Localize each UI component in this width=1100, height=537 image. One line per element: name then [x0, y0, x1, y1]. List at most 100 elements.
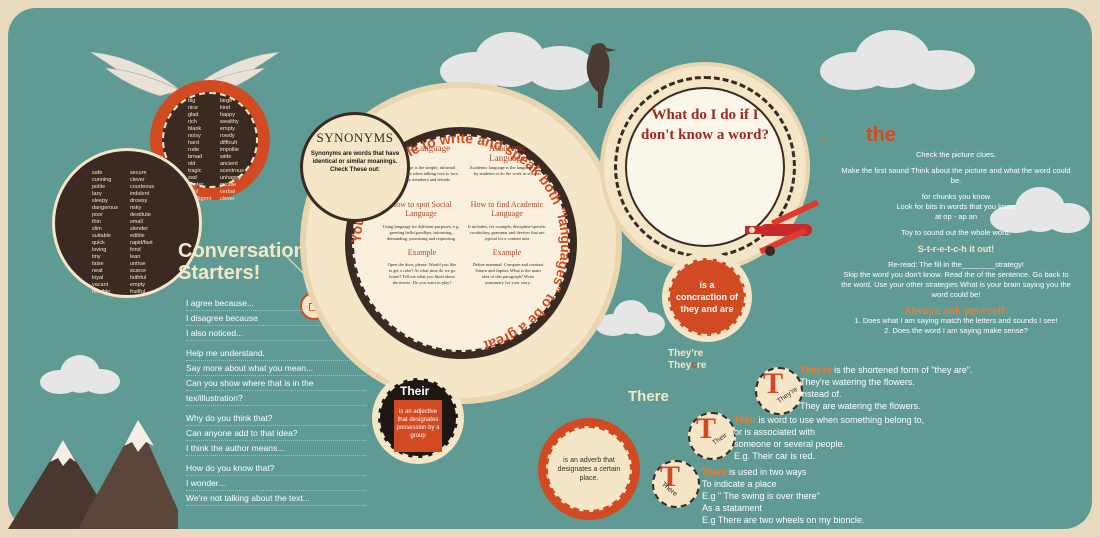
adverb-inner: [546, 426, 632, 512]
definition-line: As a statament: [702, 503, 763, 513]
conversation-item: I wonder...: [186, 476, 366, 491]
synonym-word: ancient: [220, 161, 238, 167]
example-1-title: Example: [407, 248, 437, 257]
synonym-word: fruitful: [130, 289, 145, 295]
synonym-word: cunning: [92, 177, 112, 183]
definition-line: or is associated with: [734, 427, 816, 437]
synonym-word: suitable: [92, 233, 111, 239]
synonym-word: clever: [220, 196, 235, 202]
highlight-word: Their: [734, 415, 757, 425]
synonym-word: loyal: [92, 275, 104, 281]
synonym-word: edible: [130, 233, 145, 239]
synonym-word: faithful: [130, 275, 147, 281]
synonym-word: small: [130, 219, 143, 225]
synonym-word: dangerous: [92, 205, 118, 211]
theyre-definition: They're is the shortened form of "they a…: [800, 364, 1080, 412]
t-letter-2: T: [696, 412, 717, 445]
synonym-word: scentrous: [220, 168, 244, 174]
synonym-word: rapid/fast: [130, 240, 153, 246]
t-letter-1: T: [763, 367, 784, 400]
cloud-top-left: [430, 30, 600, 90]
synonym-word: rich: [188, 119, 197, 125]
synonym-word: big: [188, 98, 196, 104]
synonym-word: empty: [220, 126, 235, 132]
synonym-word: polite: [92, 184, 106, 190]
strategies-list: Check the picture clues.Make the first s…: [840, 150, 1072, 336]
definition-line: Their is word to use when something belo…: [734, 415, 925, 425]
synonym-word: slender: [130, 226, 149, 232]
synonym-word: horrible: [92, 289, 111, 295]
strategy-line: Always ask yourself:: [904, 305, 1008, 317]
synonym-word: intelligent: [188, 196, 212, 202]
synonym-word: hard: [188, 140, 200, 146]
synonym-word: glad: [188, 112, 199, 118]
synonym-word: false: [92, 261, 104, 267]
synonym-word: wide: [220, 154, 232, 160]
synonym-word: scarce: [130, 268, 147, 274]
their-desc: is an adjective that designates possessi…: [396, 409, 440, 439]
strategy-line: for chunks you know: [921, 192, 991, 201]
synonym-word: destitute: [130, 212, 151, 218]
conversation-item: We're not talking about the text...: [186, 491, 366, 506]
arrow-the-icon: →: [818, 132, 827, 142]
synonym-word: vacant: [92, 282, 109, 288]
synonym-word: center: [188, 182, 204, 188]
what-do-title: What do I do if I don't know a word?: [641, 107, 769, 143]
synonym-word: kind: [220, 105, 231, 111]
conversation-item: I agree because...: [186, 296, 366, 311]
synonym-word: large: [220, 98, 233, 104]
social-language-text: Social language is the simple, informal …: [381, 165, 459, 182]
cloud-top-right: [820, 30, 980, 90]
conversation-item: Help me understand.: [186, 346, 366, 361]
theyre-split: Theycre: [668, 360, 706, 371]
spot-social-text: Using language for different purposes, e…: [382, 224, 460, 241]
strategy-line: Skip the word you don't know. Read the o…: [841, 270, 1071, 299]
synonyms-bubble: [300, 112, 410, 222]
concraction-inner: [668, 258, 746, 336]
definition-line: They're is the shortened form of "they a…: [800, 365, 973, 375]
synonym-word: secure: [130, 170, 147, 176]
example-2-title: Example: [492, 248, 522, 257]
conversation-title: Conversation: [178, 240, 306, 262]
synonym-word: blank: [188, 126, 202, 132]
conversation-item: How do you know that?: [186, 461, 366, 476]
strategy-line: Re-read: The fill in the________strategy…: [888, 260, 1024, 269]
strategy-line: 2. Does the word I am saying make sense?: [884, 326, 1028, 335]
synonym-word: impolite: [220, 147, 239, 153]
academic-language-title: Academic Language: [488, 143, 526, 163]
conversation-item: tex/illustration?: [186, 391, 366, 406]
synonym-word: empty: [130, 282, 145, 288]
synonym-word: indolent: [130, 191, 150, 197]
strategy-line: Check the picture clues.: [915, 150, 997, 159]
conversation-item: Can you show where that is in the: [186, 376, 366, 391]
synonym-word: drowsy: [130, 198, 148, 204]
definition-line: E.g " The swing is over there": [702, 491, 820, 501]
synonym-word: rude: [188, 147, 200, 153]
definition-line: They're watering the flowers.: [800, 377, 915, 387]
synonym-word: tiny: [92, 254, 101, 260]
strategy-line: Look for bits in words that you know: [896, 202, 1016, 211]
t-letter-3: T: [660, 460, 681, 493]
synonym-word: sleepy: [92, 198, 108, 204]
example-1-text: Open the door, please. Would you like to…: [387, 262, 457, 285]
synonym-word: lazy: [92, 191, 102, 197]
synonym-word: quick: [92, 240, 105, 246]
spot-social-title: How to spot Social Language: [390, 200, 452, 218]
conversation-item: Can anyone add to that idea?: [186, 426, 366, 441]
synonym-word: rowdy: [220, 133, 235, 139]
theyre-split-c: re: [696, 360, 707, 371]
t-badge-there: [652, 460, 700, 508]
synonym-word: tragic: [188, 168, 202, 174]
highlight-word: They're: [800, 365, 832, 375]
definition-line: E.g There are two wheels on my bioncle.: [702, 515, 865, 525]
synonym-word: slim: [92, 226, 102, 232]
synonym-word: difficult: [220, 140, 238, 146]
synonym-word: broad: [188, 154, 203, 160]
synonym-word: sad: [188, 175, 197, 181]
conversation-item: I also noticed...: [186, 326, 366, 341]
synonym-word: risky: [130, 205, 142, 211]
